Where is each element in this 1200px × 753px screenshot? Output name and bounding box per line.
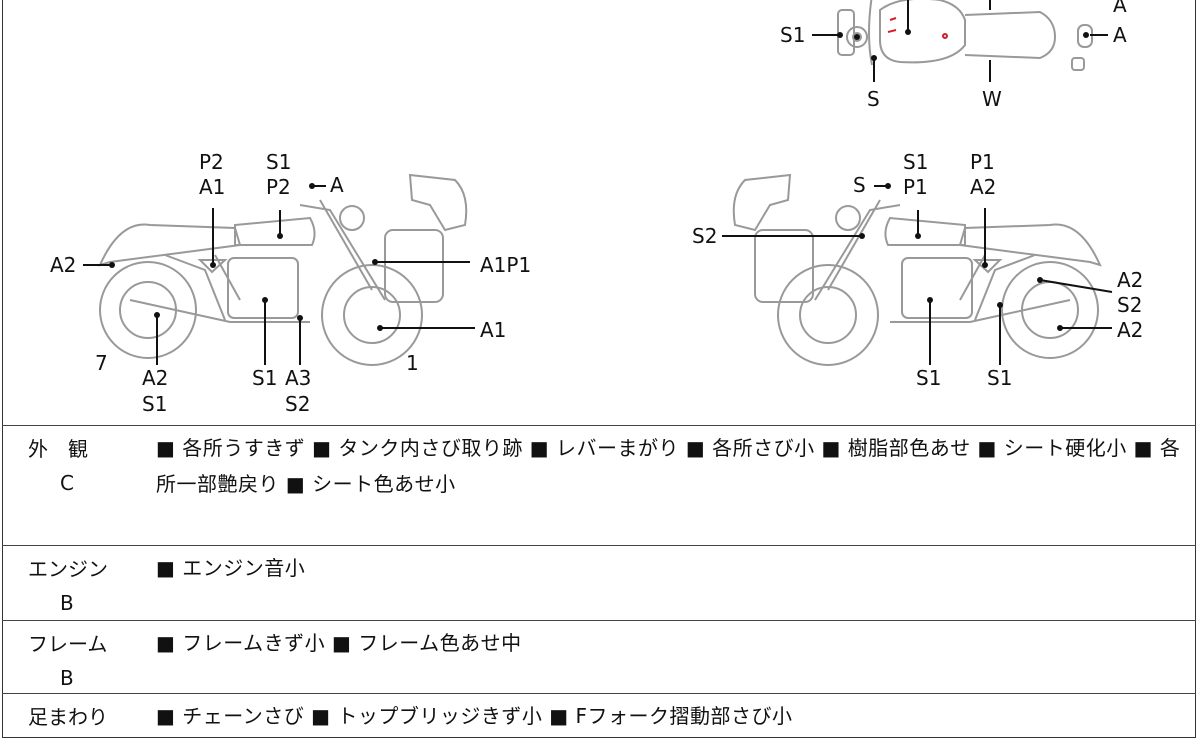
damage-label: P1 [970, 150, 995, 174]
damage-label: S [853, 173, 866, 197]
top-view-motorcycle [812, 0, 1108, 82]
damage-label: A2 [50, 253, 77, 277]
damage-label: A [1113, 23, 1127, 47]
damage-label: A2 [142, 366, 169, 390]
damage-label: S1 [266, 150, 292, 174]
damage-label: S2 [692, 224, 718, 248]
damage-label: A1 [199, 175, 226, 199]
damage-label: A [1113, 0, 1127, 17]
damage-label: S2 [285, 392, 311, 416]
condition-notes: ■ フレームきず小 ■ フレーム色あせ中 [156, 631, 522, 655]
damage-label: S [867, 87, 880, 111]
category-label: エンジン [28, 557, 108, 581]
damage-label: S1 [252, 366, 278, 390]
condition-notes: ■ エンジン音小 [156, 556, 306, 580]
damage-label: A3 [285, 366, 312, 390]
category-label: 足まわり [28, 705, 108, 729]
damage-label: 7 [95, 351, 108, 375]
damage-diagram: S1 S W A A P2 A1 S1 P2 A A2 A1P1 A1 7 1 … [50, 0, 1144, 416]
damage-label: P2 [266, 175, 291, 199]
condition-notes: ■ 各所うすきず ■ タンク内さび取り跡 ■ レバーまがり ■ 各所さび小 ■ … [156, 436, 1181, 496]
damage-label: A1P1 [480, 253, 532, 277]
grade-label: B [60, 591, 74, 615]
damage-label: W [982, 87, 1002, 111]
damage-label: S1 [780, 23, 806, 47]
damage-label: S2 [1117, 293, 1143, 317]
damage-label: S1 [142, 392, 168, 416]
damage-label: S1 [987, 366, 1013, 390]
table-row-suspension: 足まわり ■ チェーンさび ■ トップブリッジきず小 ■ Fフォーク摺動部さび小 [2, 693, 1196, 753]
grade-label: C [60, 471, 74, 495]
motorcycle-drawings [83, 0, 1113, 366]
damage-label: A2 [1117, 268, 1144, 292]
damage-label: P1 [903, 175, 928, 199]
damage-label: A1 [480, 318, 507, 342]
category-label: フレーム [28, 632, 108, 656]
damage-label: 1 [406, 351, 419, 375]
damage-label: A2 [1117, 318, 1144, 342]
damage-label: A [330, 173, 344, 197]
table-row-exterior: 外 観 C ■ 各所うすきず ■ タンク内さび取り跡 ■ レバーまがり ■ 各所さ… [2, 425, 1196, 545]
damage-label: S1 [916, 366, 942, 390]
left-side-motorcycle [83, 173, 475, 366]
right-side-motorcycle [722, 173, 1113, 366]
grade-label: B [60, 666, 74, 690]
table-row-frame: フレーム B ■ フレームきず小 ■ フレーム色あせ中 [2, 620, 1196, 693]
condition-table: 外 観 C ■ 各所うすきず ■ タンク内さび取り跡 ■ レバーまがり ■ 各所さ… [2, 425, 1196, 753]
condition-notes: ■ チェーンさび ■ トップブリッジきず小 ■ Fフォーク摺動部さび小 [156, 704, 793, 728]
damage-label: P2 [199, 150, 224, 174]
damage-label: S1 [903, 150, 929, 174]
category-label: 外 観 [28, 437, 88, 461]
damage-label: A2 [970, 175, 997, 199]
table-row-engine: エンジン B ■ エンジン音小 [2, 545, 1196, 620]
